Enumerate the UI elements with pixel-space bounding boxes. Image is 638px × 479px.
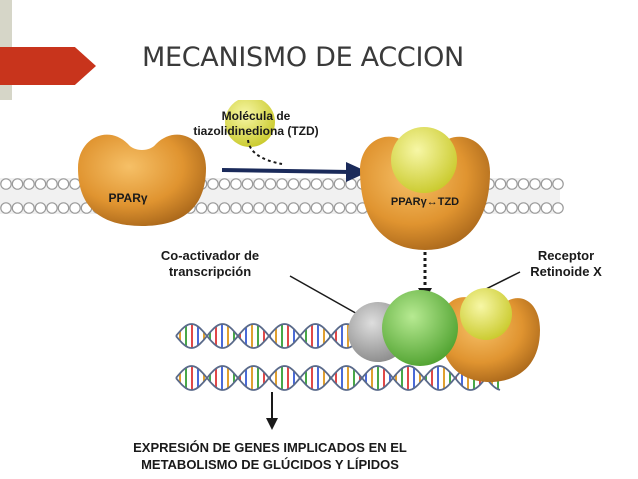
lipid-head — [322, 202, 334, 214]
lipid-head — [264, 202, 277, 214]
lipid-head — [241, 202, 254, 214]
mechanism-diagram: Molécula de tiazolidinediona (TZD) PPARγ… — [0, 100, 638, 479]
lipid-head — [218, 202, 231, 214]
activation-arrow — [221, 168, 351, 174]
nuclear-receptor-complex — [348, 288, 540, 382]
lipid-head — [253, 178, 265, 190]
output-label-line2: METABOLISMO DE GLÚCIDOS Y LÍPIDOS — [141, 457, 399, 472]
lipid-head — [552, 202, 564, 214]
lipid-head — [276, 202, 288, 214]
lipid-head — [69, 202, 81, 214]
lipid-head — [287, 202, 300, 214]
lipid-head — [34, 202, 47, 214]
dna-backbone — [175, 365, 501, 391]
lipid-head — [34, 178, 47, 190]
lipid-head — [69, 178, 81, 190]
retinoid-x-receptor-shape — [382, 290, 458, 366]
lipid-head — [517, 202, 530, 214]
lipid-head — [241, 178, 254, 190]
lipid-head — [529, 178, 541, 190]
lipid-head — [333, 202, 346, 214]
coactivator-pointer — [289, 275, 371, 322]
lipid-head — [287, 178, 300, 190]
lipid-head — [529, 202, 541, 214]
lipid-head — [506, 178, 518, 190]
lipid-head — [195, 202, 208, 214]
lipid-head — [0, 178, 12, 190]
lipid-head — [11, 178, 24, 190]
tzd-molecule — [225, 100, 275, 147]
lipid-head — [230, 178, 242, 190]
tzd-label-line2: tiazolidinediona (TZD) — [193, 124, 318, 138]
tzd-label-line1: Molécula de — [222, 109, 291, 123]
lipid-head — [540, 202, 553, 214]
ppar-tzd-complex — [360, 127, 490, 250]
complex-label: PPARγ↔TZD — [391, 196, 459, 208]
nuclear-tzd-shape — [460, 288, 512, 340]
lipid-head — [57, 202, 70, 214]
lipid-head — [57, 178, 70, 190]
lipid-head — [230, 202, 242, 214]
lipid-head — [46, 202, 58, 214]
receptor-label-line1: Receptor — [538, 248, 594, 263]
lipid-head — [322, 178, 334, 190]
slide-title: MECANISMO DE ACCION — [142, 42, 464, 73]
lipid-head — [207, 202, 219, 214]
lipid-head — [11, 202, 24, 214]
coactivator-label-line2: transcripción — [169, 264, 251, 279]
tzd-binding-dotted-arrow — [247, 139, 283, 165]
lipid-head — [218, 178, 231, 190]
dna-double-helix — [175, 323, 501, 391]
lipid-head — [494, 202, 507, 214]
output-label-line1: EXPRESIÓN DE GENES IMPLICADOS EN EL — [133, 440, 407, 455]
lipid-head — [310, 178, 323, 190]
title-accent-tab — [0, 47, 96, 85]
lipid-head — [345, 202, 357, 214]
ppar-gamma-receptor — [78, 134, 206, 226]
dna-backbone — [175, 323, 361, 349]
lipid-head — [207, 178, 219, 190]
dna-backbone — [175, 365, 501, 391]
lipid-head — [310, 202, 323, 214]
lipid-head — [299, 202, 311, 214]
receptor-label-line2: Retinoide X — [530, 264, 602, 279]
lipid-head — [264, 178, 277, 190]
lipid-head — [253, 202, 265, 214]
lipid-head — [276, 178, 288, 190]
lipid-head — [299, 178, 311, 190]
expression-arrowhead — [266, 418, 278, 430]
lipid-head — [23, 178, 35, 190]
lipid-head — [540, 178, 553, 190]
lipid-head — [333, 178, 346, 190]
lipid-head — [517, 178, 530, 190]
lipid-head — [552, 178, 564, 190]
lipid-head — [506, 202, 518, 214]
ppar-label: PPARγ — [108, 191, 147, 205]
lipid-head — [23, 202, 35, 214]
lipid-head — [0, 202, 12, 214]
activation-arrowhead — [346, 162, 368, 182]
lipid-head — [494, 178, 507, 190]
lipid-head — [46, 178, 58, 190]
coactivator-label-line1: Co-activador de — [161, 248, 259, 263]
